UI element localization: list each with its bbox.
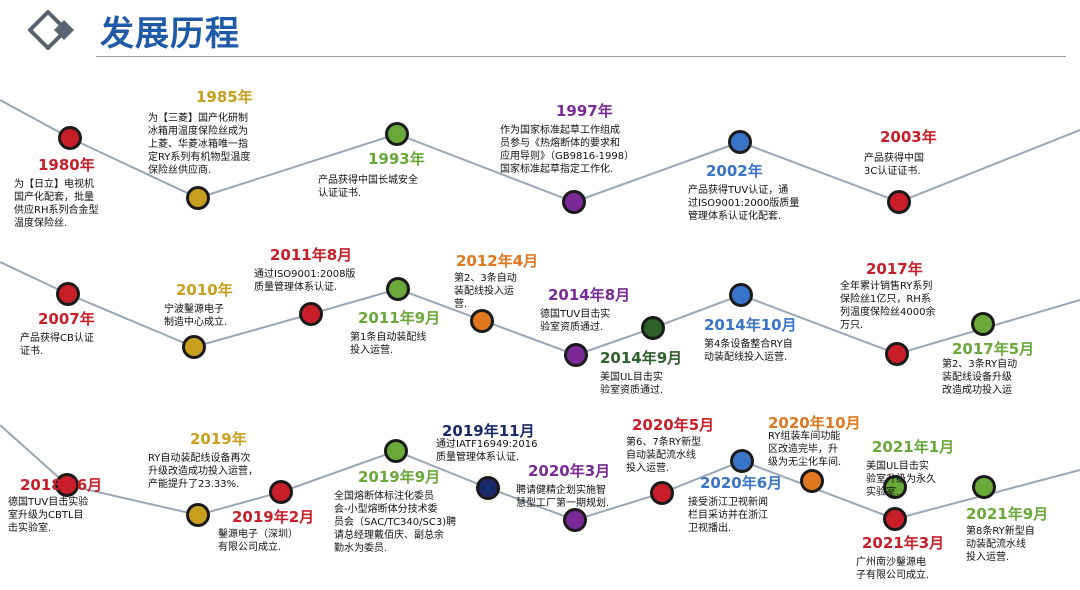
milestone-node xyxy=(61,129,79,147)
milestone-description: 宁波鑿源电子 制造中心成立. xyxy=(164,304,228,328)
milestone-node xyxy=(567,346,585,364)
milestone-description: 通过ISO9001:2008版 质量管理体系认证. xyxy=(254,269,356,293)
milestone-description: RY自动装配线设备再次 升级改造成功投入运营， 产能提升了23.33%. xyxy=(148,453,258,490)
milestone-node xyxy=(974,315,992,333)
milestone-description: 德国TUV目击实 验室资质通过. xyxy=(540,309,611,333)
milestone-year: 2012年4月 xyxy=(456,252,539,270)
milestone-description: 广州南沙鑿源电 子有限公司成立. xyxy=(856,557,930,581)
milestone-description: 美国UL目击实 验室升级为永久 实验室. xyxy=(866,461,936,498)
milestone-year: 2021年9月 xyxy=(966,505,1049,523)
milestone-node xyxy=(890,193,908,211)
milestone-node xyxy=(565,193,583,211)
milestone-year: 1985年 xyxy=(196,88,253,106)
diamond-logo-icon xyxy=(27,9,82,51)
milestone-node xyxy=(731,133,749,151)
milestone-description: 鑿源电子（深圳） 有限公司成立. xyxy=(218,529,298,553)
milestone-node xyxy=(58,476,76,494)
milestone-description: 德国TUV目击实验 室升级为CBTL目 击实验室. xyxy=(8,497,89,534)
milestone-description: 第2、3条RY自动 装配线设备升级 改造成功投入运 xyxy=(942,359,1018,396)
milestone-node xyxy=(644,319,662,337)
milestone-year: 2011年8月 xyxy=(270,246,353,264)
milestone-description: 聘请健精企划实施智 慧型工厂第一期规划. xyxy=(516,485,610,509)
milestone-node xyxy=(888,345,906,363)
milestone-node xyxy=(387,442,405,460)
milestone-node xyxy=(653,484,671,502)
milestone-year: 1997年 xyxy=(556,102,613,120)
milestone-description: 美国UL目击实 验室资质通过. xyxy=(600,372,664,396)
milestone-description: 产品获得中国长城安全 认证证书. xyxy=(318,175,418,199)
milestone-year: 2017年5月 xyxy=(952,340,1035,358)
milestone-year: 2020年10月 xyxy=(768,414,861,432)
milestone-year: 2019年 xyxy=(190,430,247,448)
milestone-node xyxy=(975,478,993,496)
milestone-node xyxy=(389,280,407,298)
milestone-description: 为【三菱】国产化研制 冰箱用温度保险丝成为 上菱、华菱冰箱唯一指 定RY系列有机… xyxy=(148,113,251,176)
milestone-description: 作为国家标准起草工作组成 员参与《热熔断体的要求和 应用导则》（GB9816-1… xyxy=(500,125,635,175)
milestone-description: 第4条设备整合RY自 动装配线投入运营. xyxy=(704,339,793,363)
milestone-node xyxy=(566,511,584,529)
milestone-description: 全年累计销售RY系列 保险丝1亿只，RH系 列温度保险丝4000余 万只. xyxy=(840,281,936,331)
milestone-node xyxy=(189,189,207,207)
milestone-node xyxy=(886,478,904,496)
milestone-node xyxy=(479,479,497,497)
milestone-year: 2020年5月 xyxy=(632,416,715,434)
milestone-description: 第8条RY新型自 动装配流水线 投入运营. xyxy=(966,526,1035,563)
milestone-year: 2019年2月 xyxy=(232,508,315,526)
milestone-year: 2014年8月 xyxy=(548,286,631,304)
milestone-description: 产品获得中国 3C认证证书. xyxy=(864,153,924,177)
milestone-description: 产品获得CB认证 证书. xyxy=(20,333,94,357)
milestone-node xyxy=(388,125,406,143)
milestone-year: 2010年 xyxy=(176,281,233,299)
timeline-track-1 xyxy=(0,99,1080,204)
milestone-node xyxy=(272,483,290,501)
milestone-year: 2007年 xyxy=(38,310,95,328)
milestone-node xyxy=(733,452,751,470)
milestone-description: RY组装车间功能 区改造完毕，升 级为无尘化车间. xyxy=(768,431,842,468)
milestone-node xyxy=(59,285,77,303)
milestone-year: 2019年11月 xyxy=(442,422,535,440)
milestone-description: 为【日立】电视机 国产化配套，批量 供应RH系列合金型 温度保险丝. xyxy=(14,179,99,229)
milestone-description: 第1条自动装配线 投入运营. xyxy=(350,332,427,356)
milestone-year: 1980年 xyxy=(38,156,95,174)
title-divider xyxy=(96,56,1066,57)
milestone-node xyxy=(732,286,750,304)
milestone-year: 2002年 xyxy=(706,162,763,180)
milestone-year: 2011年9月 xyxy=(358,309,441,327)
milestone-description: 全国熔断体标注化委员 会-小型熔断体分技术委 员会（SAC/TC340/SC3)… xyxy=(334,491,457,554)
milestone-year: 2003年 xyxy=(880,128,937,146)
milestone-year: 2014年10月 xyxy=(704,316,797,334)
milestone-description: 通过IATF16949:2016 质量管理体系认证. xyxy=(436,439,538,463)
milestone-description: 第6、7条RY新型 自动装配流水线 投入运营. xyxy=(626,437,702,474)
milestone-node xyxy=(886,510,904,528)
milestone-year: 2018年6月 xyxy=(20,476,103,494)
milestone-description: 第2、3条自动 装配线投入运 营. xyxy=(454,273,517,310)
page-title: 发展历程 xyxy=(100,14,240,54)
milestone-year: 2021年3月 xyxy=(862,534,945,552)
milestone-description: 接受浙江卫视新闻 栏目采访并在浙江 卫视播出. xyxy=(688,497,768,534)
milestone-node xyxy=(185,338,203,356)
milestone-year: 2014年9月 xyxy=(600,349,683,367)
milestone-year: 2021年1月 xyxy=(872,438,955,456)
milestone-year: 2020年6月 xyxy=(700,474,783,492)
milestone-year: 1993年 xyxy=(368,150,425,168)
milestone-year: 2017年 xyxy=(866,260,923,278)
milestone-node xyxy=(803,472,821,490)
milestone-node xyxy=(189,506,207,524)
milestone-node xyxy=(302,305,320,323)
milestone-year: 2020年3月 xyxy=(528,462,611,480)
milestone-year: 2019年9月 xyxy=(358,468,441,486)
milestone-description: 产品获得TUV认证，通 过ISO9001:2000版质量 管理体系认证化配套. xyxy=(688,185,800,222)
milestone-node xyxy=(473,312,491,330)
